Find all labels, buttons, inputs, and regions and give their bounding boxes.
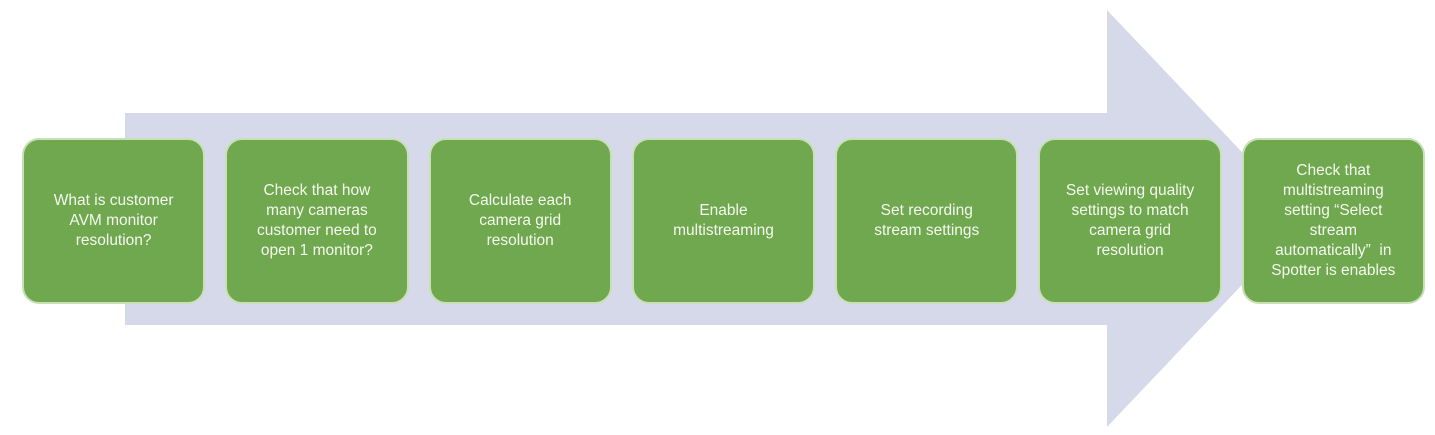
step-4-label: Enable multistreaming: [673, 202, 774, 239]
step-box-6: Set viewing quality settings to match ca…: [1038, 138, 1222, 304]
step-1-label: What is customer AVM monitor resolution?: [53, 192, 174, 249]
step-7-label: Check that multistreaming setting “Selec…: [1271, 162, 1396, 279]
process-steps: What is customer AVM monitor resolution?…: [22, 138, 1425, 304]
step-box-1: What is customer AVM monitor resolution?: [22, 138, 206, 304]
step-5-label: Set recording stream settings: [874, 202, 980, 239]
step-box-7: Check that multistreaming setting “Selec…: [1241, 138, 1425, 304]
step-box-2: Check that how many cameras customer nee…: [225, 138, 409, 304]
step-6-label: Set viewing quality settings to match ca…: [1065, 182, 1195, 259]
step-box-4: Enable multistreaming: [631, 138, 816, 304]
step-box-3: Calculate each camera grid resolution: [428, 138, 612, 304]
step-2-label: Check that how many cameras customer nee…: [257, 182, 377, 259]
step-box-5: Set recording stream settings: [835, 138, 1019, 304]
step-3-label: Calculate each camera grid resolution: [468, 192, 572, 249]
